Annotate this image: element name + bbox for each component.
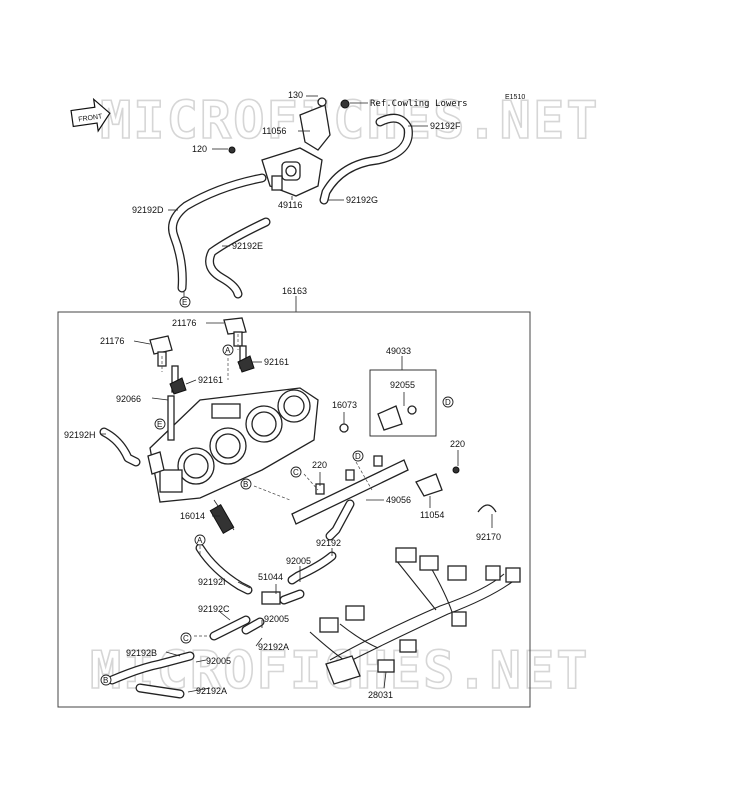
callout-e-top: E (182, 298, 187, 307)
svg-text:A: A (225, 346, 231, 355)
throttle-assembly-frame (57, 311, 531, 708)
watermark-top: MICROFICHES.NET (100, 91, 600, 151)
svg-text:C: C (183, 634, 189, 643)
part-92055: 92055 (390, 380, 415, 390)
svg-text:D: D (445, 398, 451, 407)
part-92192f: 92192F (430, 121, 461, 131)
part-92192c: 92192C (198, 604, 230, 614)
part-120: 120 (192, 144, 207, 154)
part-92192: 92192 (316, 538, 341, 548)
part-92192d: 92192D (132, 205, 164, 215)
part-11054: 11054 (420, 510, 444, 520)
svg-text:A: A (197, 536, 203, 545)
part-16073: 16073 (332, 400, 357, 410)
tube-51044 (261, 591, 281, 605)
part-130: 130 (288, 90, 303, 100)
part-92161-left: 92161 (198, 375, 223, 385)
part-92192a-upper: 92192A (258, 642, 289, 652)
front-label: FRONT (78, 113, 104, 123)
part-92066: 92066 (116, 394, 141, 404)
diagram-code: E1510 (505, 94, 525, 101)
part-92192h: 92192H (64, 430, 96, 440)
part-92005-top: 92005 (286, 556, 311, 566)
part-16014: 16014 (180, 511, 205, 521)
part-92005-mid: 92005 (264, 614, 289, 624)
wiring-harness-28031 (309, 547, 521, 685)
part-92192b: 92192B (126, 648, 157, 658)
part-51044: 51044 (258, 572, 283, 582)
svg-text:D: D (355, 452, 361, 461)
callout-a-top: A (222, 344, 234, 356)
callout-a-lower: A (194, 534, 206, 546)
part-21176-right: 21176 (172, 318, 196, 328)
callout-c-body: C (290, 466, 302, 478)
front-arrow-icon: FRONT (70, 97, 111, 133)
part-92170: 92170 (476, 532, 501, 542)
svg-text:E: E (157, 420, 162, 429)
clamp-92170 (477, 504, 497, 513)
part-49116: 49116 (278, 200, 302, 210)
part-92192i: 92192I (198, 577, 226, 587)
svg-text:B: B (103, 676, 108, 685)
part-92192a-lower: 92192A (196, 686, 227, 696)
o-ring-16073 (339, 423, 349, 433)
part-92161-right: 92161 (264, 357, 289, 367)
svg-text:C: C (293, 468, 299, 477)
part-92192g: 92192G (346, 195, 378, 205)
callout-b-lower: B (100, 674, 112, 686)
sensor-21176-left (149, 335, 173, 367)
part-92192e: 92192E (232, 241, 263, 251)
ref-cowling-lowers: Ref.Cowling Lowers (370, 99, 468, 109)
part-92005-low: 92005 (206, 656, 231, 666)
air-switching-valve-assembly (228, 97, 350, 197)
callout-d-injector: D (442, 396, 454, 408)
part-220-right: 220 (450, 439, 465, 449)
callout-e-body: E (154, 418, 166, 430)
part-21176-left: 21176 (100, 336, 124, 346)
part-49056: 49056 (386, 495, 411, 505)
throttle-body-assembly (147, 387, 319, 503)
callout-c-lower: C (180, 632, 192, 644)
svg-text:B: B (243, 480, 248, 489)
sensor-21176-right (223, 317, 247, 347)
part-220-left: 220 (312, 460, 327, 470)
callout-d-fuelrail: D (352, 450, 364, 462)
part-16163: 16163 (282, 286, 307, 296)
part-49033: 49033 (386, 346, 411, 356)
fuel-rail (291, 455, 460, 541)
callout-b-body: B (240, 478, 252, 490)
part-11056: 11056 (262, 126, 286, 136)
part-28031: 28031 (368, 690, 393, 700)
